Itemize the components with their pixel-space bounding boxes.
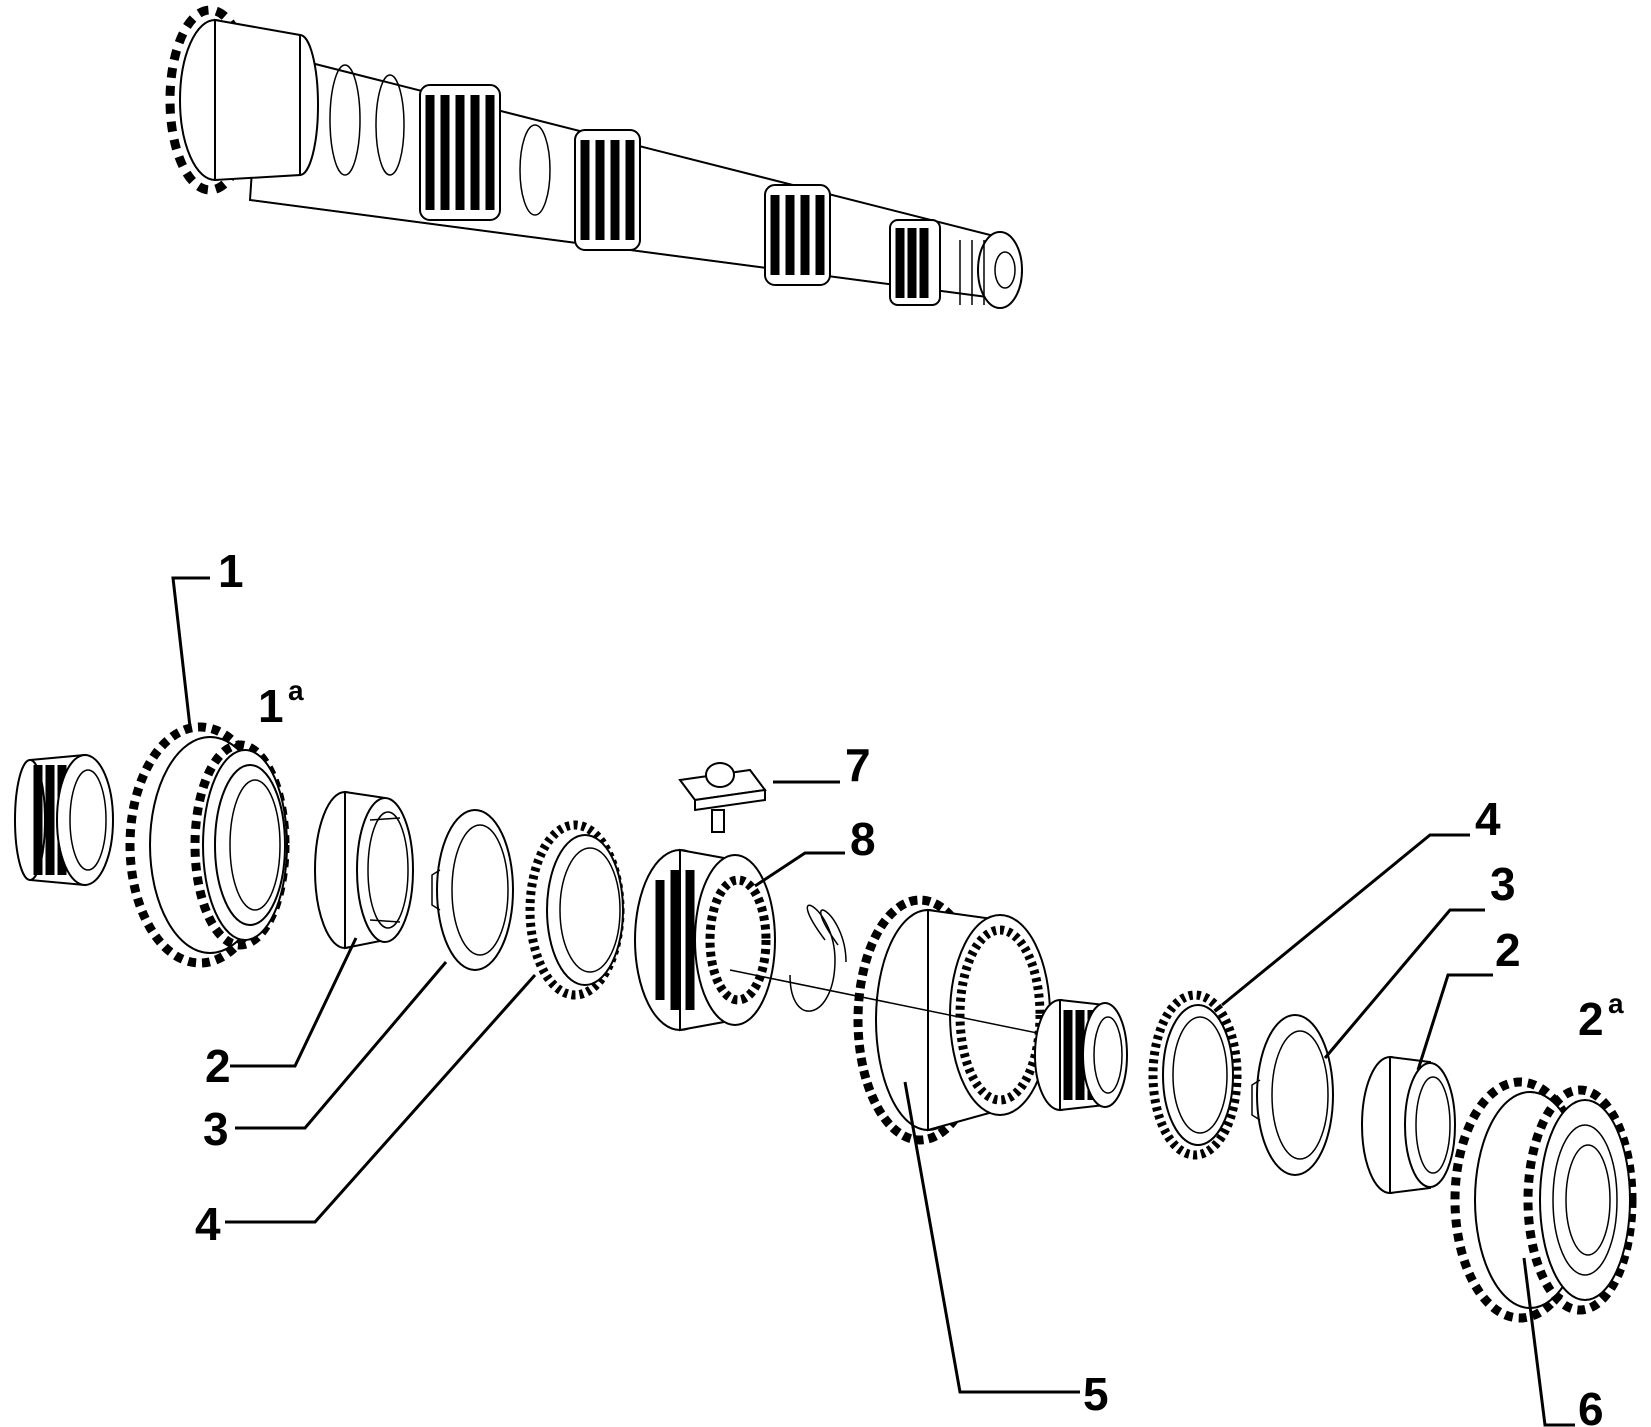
second-gear xyxy=(1450,1077,1637,1323)
callout-1a: 1 xyxy=(258,680,284,732)
circlip xyxy=(789,904,847,1012)
synchro-hub xyxy=(634,848,776,1032)
callout-4-right: 4 xyxy=(1475,793,1501,845)
synchro-outer-ring-left xyxy=(314,790,414,950)
callout-3-left: 3 xyxy=(203,1103,229,1155)
main-shaft xyxy=(165,5,1023,309)
needle-bearing-center xyxy=(1034,998,1128,1112)
callout-1a-superscript: a xyxy=(288,675,304,706)
callout-2-left: 2 xyxy=(205,1040,231,1092)
callout-2a: 2 xyxy=(1578,993,1604,1045)
callout-3-right: 3 xyxy=(1490,858,1516,910)
synchro-inner-ring-left xyxy=(525,820,625,1000)
synchro-cone-right xyxy=(1251,1014,1334,1176)
callout-7: 7 xyxy=(845,739,871,791)
shift-plate xyxy=(678,762,767,833)
callout-2a-superscript: a xyxy=(1608,988,1624,1019)
callout-1: 1 xyxy=(218,545,244,597)
synchro-inner-ring-right xyxy=(1148,990,1242,1160)
callout-2-right: 2 xyxy=(1495,924,1521,976)
leader-lines xyxy=(171,576,1575,1427)
callout-labels: 1 1 a 2 3 4 5 6 7 8 4 3 2 2 a xyxy=(195,545,1624,1427)
needle-bearing-left xyxy=(14,753,114,887)
first-gear xyxy=(125,722,290,968)
synchro-outer-ring-right xyxy=(1361,1055,1456,1195)
sliding-sleeve xyxy=(729,895,1121,1145)
synchro-cone-left xyxy=(431,809,514,971)
callout-8: 8 xyxy=(850,813,876,865)
callout-6: 6 xyxy=(1578,1383,1604,1427)
callout-4-left: 4 xyxy=(195,1198,221,1250)
callout-5: 5 xyxy=(1083,1368,1109,1420)
